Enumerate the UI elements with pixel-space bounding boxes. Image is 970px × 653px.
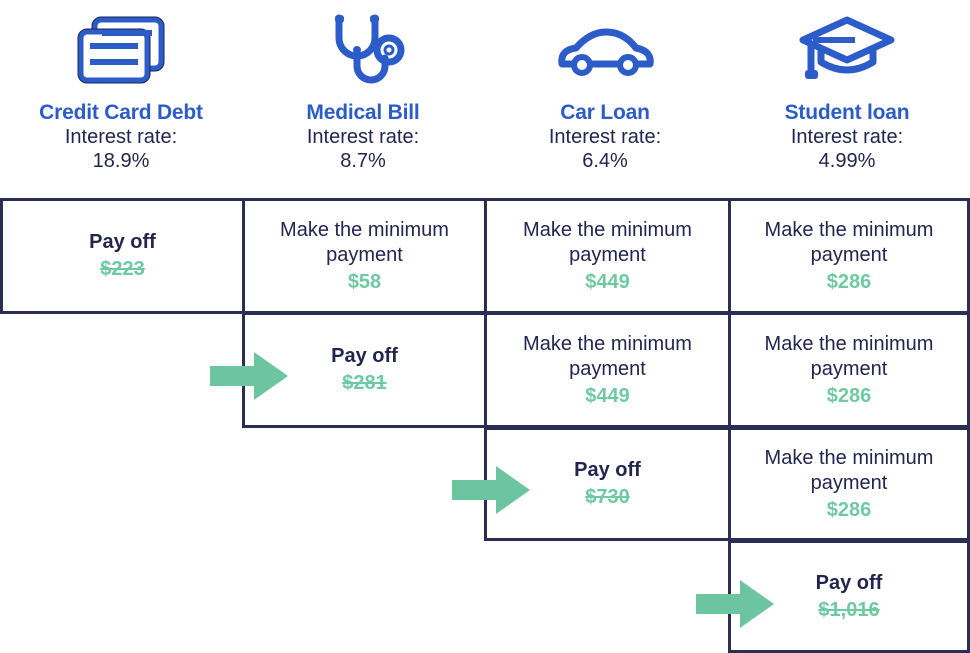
cell-amount: $449 xyxy=(585,384,630,407)
cell-amount: $223 xyxy=(100,258,145,280)
interest-rate-value: 6.4% xyxy=(582,150,628,173)
debt-title: Credit Card Debt xyxy=(39,101,203,124)
graduation-cap-icon xyxy=(795,0,899,100)
table-row-2-cell-medical-bill: Pay off $281 xyxy=(242,312,487,428)
table-row-1-cell-student-loan: Make the minimum payment $286 xyxy=(728,198,970,314)
interest-rate-value: 18.9% xyxy=(92,150,150,173)
debt-header-car-loan: Car Loan Interest rate: 6.4% xyxy=(484,0,726,196)
arrow-to-medical-bill-icon xyxy=(210,352,288,400)
debt-header-row: Credit Card Debt Interest rate: 18.9% Me xyxy=(0,0,970,196)
table-row-3-cell-student-loan: Make the minimum payment $286 xyxy=(728,427,970,541)
table-row-1-cell-credit-card-debt: Pay off $223 xyxy=(0,198,245,314)
interest-rate-label: Interest rate: xyxy=(64,125,178,148)
table-row-1-cell-medical-bill: Make the minimum payment $58 xyxy=(242,198,487,314)
interest-rate-value: 8.7% xyxy=(340,150,386,173)
debt-title: Car Loan xyxy=(560,101,650,124)
cell-amount: $286 xyxy=(826,270,872,293)
cell-amount: $58 xyxy=(347,270,382,293)
cell-action: Make the minimum payment xyxy=(523,218,692,266)
cell-amount: $281 xyxy=(342,372,387,394)
cell-action: Pay off xyxy=(89,231,156,253)
table-row-4-cell-student-loan: Pay off $1,016 xyxy=(728,540,970,653)
car-icon xyxy=(550,0,660,100)
cell-action: Make the minimum payment xyxy=(764,446,934,494)
payment-plan-grid: Pay off $223 Make the minimum payment $5… xyxy=(0,196,970,653)
cell-action: Pay off xyxy=(815,571,883,594)
debt-title: Medical Bill xyxy=(306,101,420,124)
table-row-2-cell-student-loan: Make the minimum payment $286 xyxy=(728,312,970,428)
cell-action: Make the minimum payment xyxy=(280,218,449,266)
table-row-2-cell-car-loan: Make the minimum payment $449 xyxy=(484,312,731,428)
arrow-to-car-loan-icon xyxy=(452,466,530,514)
table-row-3-cell-car-loan: Pay off $730 xyxy=(484,427,731,541)
cell-action: Pay off xyxy=(574,459,641,481)
debt-title: Student loan xyxy=(784,101,910,124)
cell-amount: $730 xyxy=(585,486,630,508)
debt-header-medical-bill: Medical Bill Interest rate: 8.7% xyxy=(242,0,484,196)
debt-header-student-loan: Student loan Interest rate: 4.99% xyxy=(726,0,968,196)
arrow-to-student-loan-icon xyxy=(696,580,774,628)
cell-action: Pay off xyxy=(331,345,398,367)
cell-amount: $286 xyxy=(826,384,872,407)
interest-rate-label: Interest rate: xyxy=(790,125,904,148)
interest-rate-value: 4.99% xyxy=(818,150,876,173)
debt-header-credit-card-debt: Credit Card Debt Interest rate: 18.9% xyxy=(0,0,242,196)
cell-amount: $449 xyxy=(585,270,630,293)
interest-rate-label: Interest rate: xyxy=(548,125,662,148)
credit-card-icon xyxy=(69,0,173,100)
cell-action: Make the minimum payment xyxy=(764,332,934,380)
interest-rate-label: Interest rate: xyxy=(306,125,420,148)
cell-action: Make the minimum payment xyxy=(523,332,692,380)
cell-amount: $1,016 xyxy=(818,598,880,621)
stethoscope-icon xyxy=(311,0,415,100)
cell-amount: $286 xyxy=(826,498,872,521)
cell-action: Make the minimum payment xyxy=(764,218,934,266)
table-row-1-cell-car-loan: Make the minimum payment $449 xyxy=(484,198,731,314)
